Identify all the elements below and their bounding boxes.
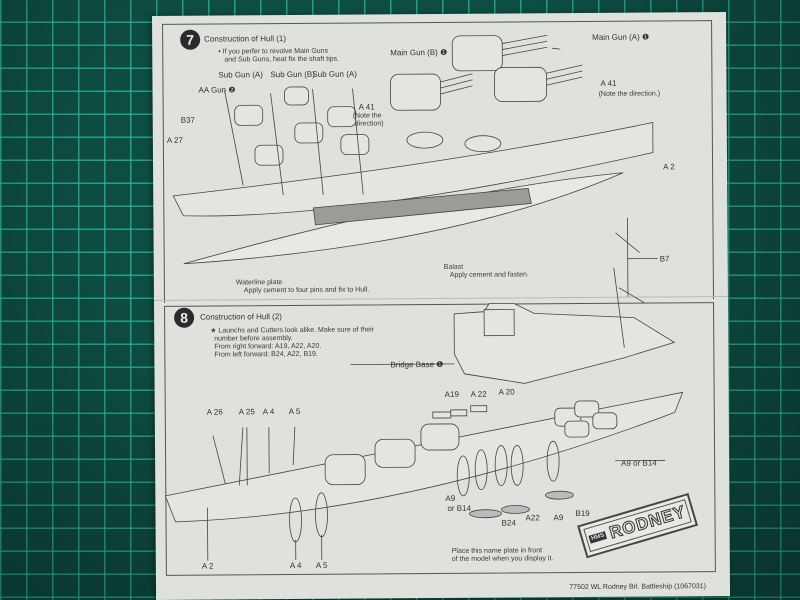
label-a19: A19 — [444, 389, 459, 399]
label-a9-or-b14-right: A9 or B14 — [621, 458, 657, 468]
hull-outline — [172, 122, 654, 217]
label-a22-bottom: A22 — [525, 513, 540, 523]
label-a20: A 20 — [498, 387, 515, 397]
step8-hull-drawing — [164, 267, 684, 561]
label-or-b14-left: or B14 — [447, 503, 472, 513]
label-b19: B19 — [575, 508, 590, 519]
label-b24: B24 — [501, 518, 516, 528]
label-a4-top: A 4 — [262, 407, 275, 417]
label-a2-step8: A 2 — [201, 561, 214, 571]
label-a9-left: A9 — [445, 493, 456, 503]
label-a5-top: A 5 — [288, 406, 301, 417]
main-gun-a-turret-2 — [494, 66, 547, 102]
bridge-tower — [483, 309, 515, 337]
label-a22-top: A 22 — [470, 389, 487, 399]
nameplate-prefix: HMS — [588, 531, 608, 544]
main-gun-b-turret — [390, 73, 442, 111]
label-bridge-base: Bridge Base ❶ — [390, 359, 444, 370]
label-a26: A 26 — [206, 407, 223, 417]
step7-hull-drawing — [172, 34, 658, 297]
label-a5-bottom: A 5 — [315, 560, 328, 570]
nameplate-note-2: of the model when you display it. — [451, 555, 554, 563]
label-a25: A 25 — [238, 407, 255, 417]
label-a9-bottom: A9 — [553, 513, 564, 523]
instruction-sheet: 7 Construction of Hull (1) • If you perf… — [152, 11, 731, 600]
footer-product-code: 77502 WL Rodney Brl. Battleship (1067031… — [569, 583, 707, 592]
ballast — [312, 187, 532, 226]
label-a4-bottom: A 4 — [289, 560, 302, 571]
main-gun-a-turret-1 — [451, 35, 503, 72]
